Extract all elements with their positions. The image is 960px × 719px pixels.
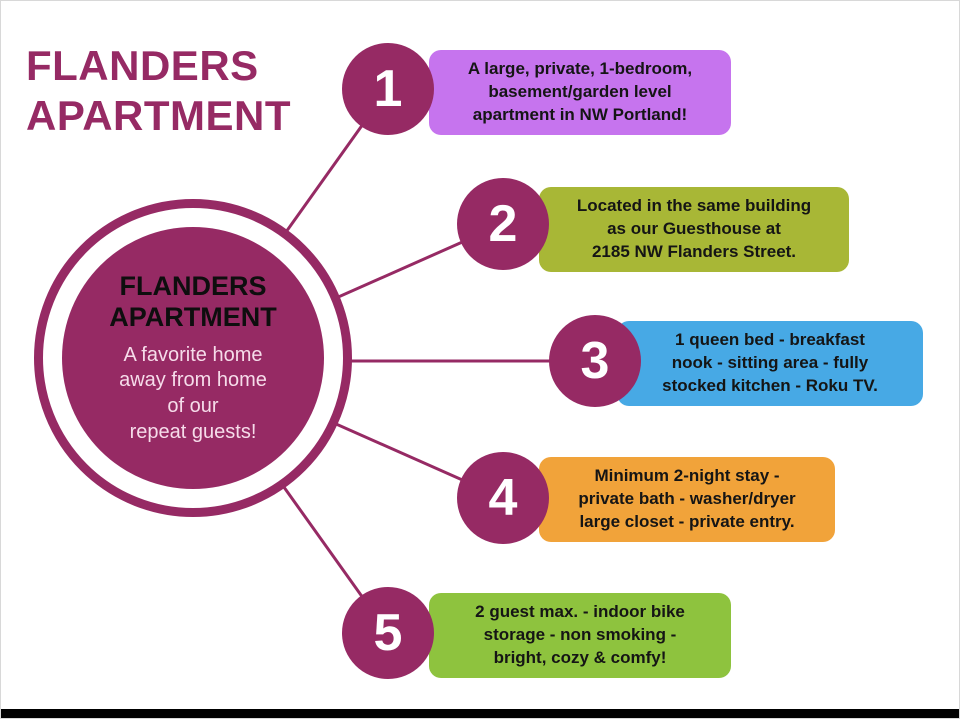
number-badge-2: 2 <box>457 178 549 270</box>
number-badge-1: 1 <box>342 43 434 135</box>
number-badge-5: 5 <box>342 587 434 679</box>
label-text-2: Located in the same building as our Gues… <box>576 196 812 261</box>
label-box-5: 2 guest max. - indoor bike storage - non… <box>429 593 731 678</box>
central-circle: FLANDERS APARTMENT A favorite home away … <box>34 199 352 517</box>
central-circle-inner: FLANDERS APARTMENT A favorite home away … <box>62 227 324 489</box>
label-text-5: 2 guest max. - indoor bike storage - non… <box>475 602 685 667</box>
label-box-2: Located in the same building as our Gues… <box>539 187 849 272</box>
label-box-3: 1 queen bed - breakfast nook - sitting a… <box>617 321 923 406</box>
label-text-1: A large, private, 1-bedroom, basement/ga… <box>467 59 693 124</box>
label-box-4: Minimum 2-night stay - private bath - wa… <box>539 457 835 542</box>
badge-number: 4 <box>488 469 518 527</box>
page-title: FLANDERS APARTMENT <box>26 42 292 140</box>
label-text-3: 1 queen bed - breakfast nook - sitting a… <box>662 330 878 395</box>
bottom-border-bar <box>1 709 959 718</box>
badge-number: 5 <box>373 604 403 662</box>
badge-number: 2 <box>488 195 518 253</box>
central-heading: FLANDERS APARTMENT <box>109 270 277 332</box>
badge-number: 1 <box>373 60 403 118</box>
label-text-4: Minimum 2-night stay - private bath - wa… <box>578 466 796 531</box>
badge-number: 3 <box>580 332 610 390</box>
label-box-1: A large, private, 1-bedroom, basement/ga… <box>429 50 731 135</box>
number-badge-3: 3 <box>549 315 641 407</box>
central-tagline: A favorite home away from home of our re… <box>119 343 267 443</box>
number-badge-4: 4 <box>457 452 549 544</box>
